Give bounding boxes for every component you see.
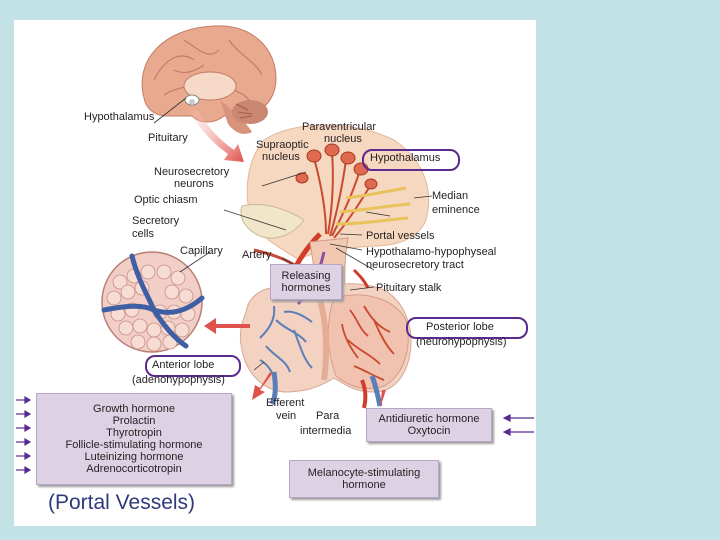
- hormone-prolactin: Prolactin: [112, 415, 156, 427]
- hormone-thyrotropin: Thyrotropin: [106, 427, 162, 439]
- posterior-lobe-oval: [406, 317, 528, 339]
- label-intermedia: intermedia: [300, 425, 352, 437]
- label-para: Para: [316, 410, 340, 422]
- hormone-oxytocin: Oxytocin: [407, 425, 451, 437]
- hypothalamus-oval: [362, 149, 460, 171]
- anterior-hormones-box: Growth hormone Prolactin Thyrotropin Fol…: [36, 393, 232, 485]
- hormone-adh: Antidiuretic hormone: [378, 413, 480, 425]
- label-pituitary-stalk: Pituitary stalk: [376, 282, 442, 294]
- brain-section: [141, 25, 277, 134]
- label-posterior-lobe: Posterior lobe: [426, 321, 494, 333]
- label-vein: vein: [276, 410, 297, 422]
- label-cells: cells: [132, 228, 155, 240]
- pituitary-illustration: [101, 25, 433, 409]
- label-portal-vessels: Portal vessels: [366, 230, 435, 242]
- hormone-acth: Adrenocorticotropin: [86, 463, 182, 475]
- label-neurosecretory: Neurosecretory: [154, 166, 230, 178]
- portal-vessels-caption: (Portal Vessels): [48, 491, 196, 514]
- secretory-cells-magnified: [101, 251, 205, 353]
- arrow-overlay: [16, 395, 534, 475]
- label-nucleus-a: nucleus: [324, 133, 362, 145]
- label-hypothalamus-top: Hypothalamus: [84, 111, 155, 123]
- releasing-hormones-box: Releasing hormones: [270, 264, 342, 300]
- label-anterior-lobe: Anterior lobe: [152, 359, 215, 371]
- hormone-growth: Growth hormone: [93, 403, 175, 415]
- label-nucleus-b: nucleus: [262, 151, 300, 163]
- hormone-lh: Luteinizing hormone: [84, 451, 184, 463]
- label-neurohypophysis: (neurohypophysis): [416, 336, 507, 348]
- label-tract-2: neurosecretory tract: [366, 259, 464, 271]
- label-artery: Artery: [242, 249, 272, 261]
- label-optic-chiasm: Optic chiasm: [134, 194, 198, 206]
- label-efferent: Efferent: [266, 397, 305, 409]
- hormone-fsh: Follicle-stimulating hormone: [65, 439, 203, 451]
- label-neurons: neurons: [174, 178, 214, 190]
- slide: Hypothalamus Pituitary Paraventricular n…: [14, 20, 536, 526]
- label-eminence: eminence: [432, 204, 480, 216]
- label-tract-1: Hypothalamo-hypophyseal: [366, 246, 497, 258]
- posterior-hormones-box: Antidiuretic hormone Oxytocin: [366, 408, 492, 442]
- label-pituitary: Pituitary: [148, 132, 188, 144]
- label-median: Median: [432, 190, 469, 202]
- label-secretory: Secretory: [132, 215, 180, 227]
- label-supraoptic: Supraoptic: [256, 139, 309, 151]
- label-capillary: Capillary: [180, 245, 223, 257]
- melanocyte-box: Melanocyte-stimulating hormone: [289, 460, 439, 498]
- label-hypothalamus-circled: Hypothalamus: [370, 152, 441, 164]
- anterior-lobe-oval: [145, 355, 241, 377]
- label-paraventricular: Paraventricular: [302, 121, 376, 133]
- zoom-arrow: [190, 110, 244, 162]
- label-adenohypophysis: (adenohypophysis): [132, 374, 225, 386]
